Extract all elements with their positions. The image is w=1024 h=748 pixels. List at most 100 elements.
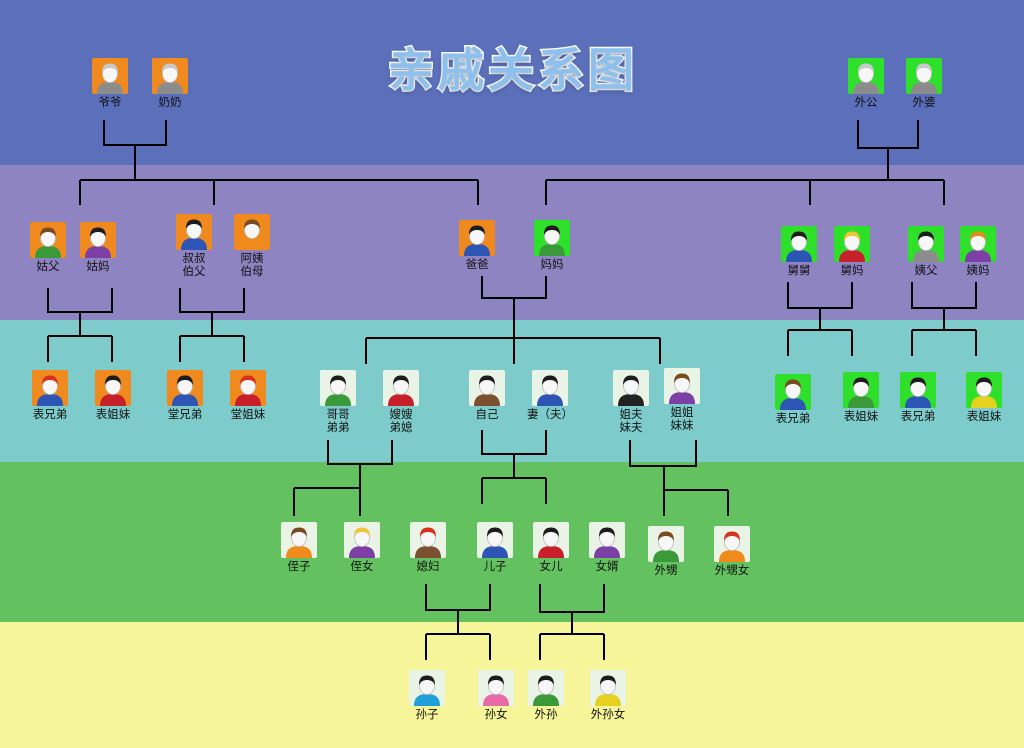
person-label: 舅舅 <box>751 264 847 277</box>
person-label-line: 弟弟 <box>326 420 350 434</box>
person-biaojiemei-3: 表姐妹 <box>966 372 1002 423</box>
person-avatar-icon <box>478 670 514 706</box>
person-label-line: 自己 <box>475 407 499 421</box>
person-avatar-icon <box>528 670 564 706</box>
person-biaoxiongdi-1: 表兄弟 <box>32 370 68 421</box>
person-tangxiongdi: 堂兄弟 <box>167 370 203 421</box>
person-avatar-icon <box>775 374 811 410</box>
person-label: 姑妈 <box>50 260 146 273</box>
person-avatar-icon <box>908 226 944 262</box>
person-label-line: 舅妈 <box>840 263 864 277</box>
person-shushu: 叔叔伯父 <box>176 214 212 278</box>
person-avatar-icon <box>714 526 750 562</box>
person-label-line: 姨妈 <box>966 263 990 277</box>
person-saosao: 嫂嫂弟媳 <box>383 370 419 434</box>
person-label: 姐夫妹夫 <box>583 408 679 434</box>
person-avatar-icon <box>613 370 649 406</box>
person-yifu: 姨父 <box>908 226 944 277</box>
person-nver: 女儿 <box>533 522 569 573</box>
person-avatar-icon <box>966 372 1002 408</box>
person-avatar-icon <box>320 370 356 406</box>
person-label: 姑父 <box>0 260 96 273</box>
person-zhinv: 侄女 <box>344 522 380 573</box>
person-sunzi: 孙子 <box>409 670 445 721</box>
person-label-line: 叔叔 <box>182 251 206 265</box>
person-avatar-icon <box>344 522 380 558</box>
person-label: 姨父 <box>878 264 974 277</box>
person-label-line: 舅舅 <box>787 263 811 277</box>
person-avatar-icon <box>469 370 505 406</box>
person-ayi: 阿姨伯母 <box>234 214 270 278</box>
person-jiujiu: 舅舅 <box>781 226 817 277</box>
person-avatar-icon <box>234 214 270 250</box>
person-gumu: 姑妈 <box>80 222 116 273</box>
person-label: 外孙 <box>498 708 594 721</box>
person-label: 自己 <box>439 408 535 421</box>
person-waisun: 外孙 <box>528 670 564 721</box>
person-label: 爷爷 <box>62 96 158 109</box>
person-label: 表姐妹 <box>813 410 909 423</box>
person-label-line: 伯母 <box>240 264 264 278</box>
person-waigong: 外公 <box>848 58 884 109</box>
person-waisunnv: 外孙女 <box>590 670 626 721</box>
person-label-line: 奶奶 <box>158 95 182 109</box>
person-avatar-icon <box>30 222 66 258</box>
person-label-line: 姨父 <box>914 263 938 277</box>
person-label-line: 嫂嫂 <box>389 407 413 421</box>
person-label-line: 哥哥 <box>326 407 350 421</box>
person-label-line: 外孙 <box>534 707 558 721</box>
person-label: 媳妇 <box>380 560 476 573</box>
person-label: 孙子 <box>379 708 475 721</box>
person-avatar-icon <box>477 522 513 558</box>
person-label: 妈妈 <box>504 258 600 271</box>
person-label-line: 表姐妹 <box>843 409 879 423</box>
person-avatar-icon <box>32 370 68 406</box>
person-ziji: 自己 <box>469 370 505 421</box>
person-label-line: 孙女 <box>484 707 508 721</box>
person-label-line: 外婆 <box>912 95 936 109</box>
person-label-line: 孙子 <box>415 707 439 721</box>
person-nvxu: 女婿 <box>589 522 625 573</box>
person-erzi: 儿子 <box>477 522 513 573</box>
person-label-line: 堂姐妹 <box>230 407 266 421</box>
person-label-line: 女婿 <box>595 559 619 573</box>
person-label: 外公 <box>818 96 914 109</box>
person-jiefu: 姐夫妹夫 <box>613 370 649 434</box>
person-waisheng: 外甥 <box>648 526 684 577</box>
page-title: 亲戚关系图 <box>387 42 638 99</box>
person-label: 堂兄弟 <box>137 408 233 421</box>
person-label-line: 姑父 <box>36 259 60 273</box>
person-biaoxiongdi-3: 表兄弟 <box>900 372 936 423</box>
person-avatar-icon <box>848 58 884 94</box>
person-label: 表姐妹 <box>65 408 161 421</box>
person-label: 表兄弟 <box>870 410 966 423</box>
person-label-line: 儿子 <box>483 559 507 573</box>
person-avatar-icon <box>532 370 568 406</box>
person-avatar-icon <box>167 370 203 406</box>
person-label: 姨妈 <box>930 264 1024 277</box>
person-waipo: 外婆 <box>906 58 942 109</box>
person-qi: 妻（夫） <box>527 370 573 421</box>
person-avatar-icon <box>843 372 879 408</box>
person-label-line: 姑妈 <box>86 259 110 273</box>
person-label: 舅妈 <box>804 264 900 277</box>
person-avatar-icon <box>906 58 942 94</box>
person-yima: 姨妈 <box>960 226 996 277</box>
person-label: 外孙女 <box>560 708 656 721</box>
person-biaojiemei-2: 表姐妹 <box>843 372 879 423</box>
person-label-line: 外孙女 <box>590 707 626 721</box>
person-label-line: 妈妈 <box>540 257 564 271</box>
person-sunnv: 孙女 <box>478 670 514 721</box>
person-label-line: 外甥 <box>654 563 678 577</box>
person-label-line: 表姐妹 <box>966 409 1002 423</box>
person-avatar-icon <box>589 522 625 558</box>
person-label: 表兄弟 <box>745 412 841 425</box>
person-avatar-icon <box>834 226 870 262</box>
person-gufu: 姑父 <box>30 222 66 273</box>
person-label-line: 妻（夫） <box>527 407 573 421</box>
person-gege: 哥哥弟弟 <box>320 370 356 434</box>
person-label: 爸爸 <box>429 258 525 271</box>
person-label-line: 侄女 <box>350 559 374 573</box>
person-waishengnv: 外甥女 <box>714 526 750 577</box>
person-label-line: 媳妇 <box>416 559 440 573</box>
